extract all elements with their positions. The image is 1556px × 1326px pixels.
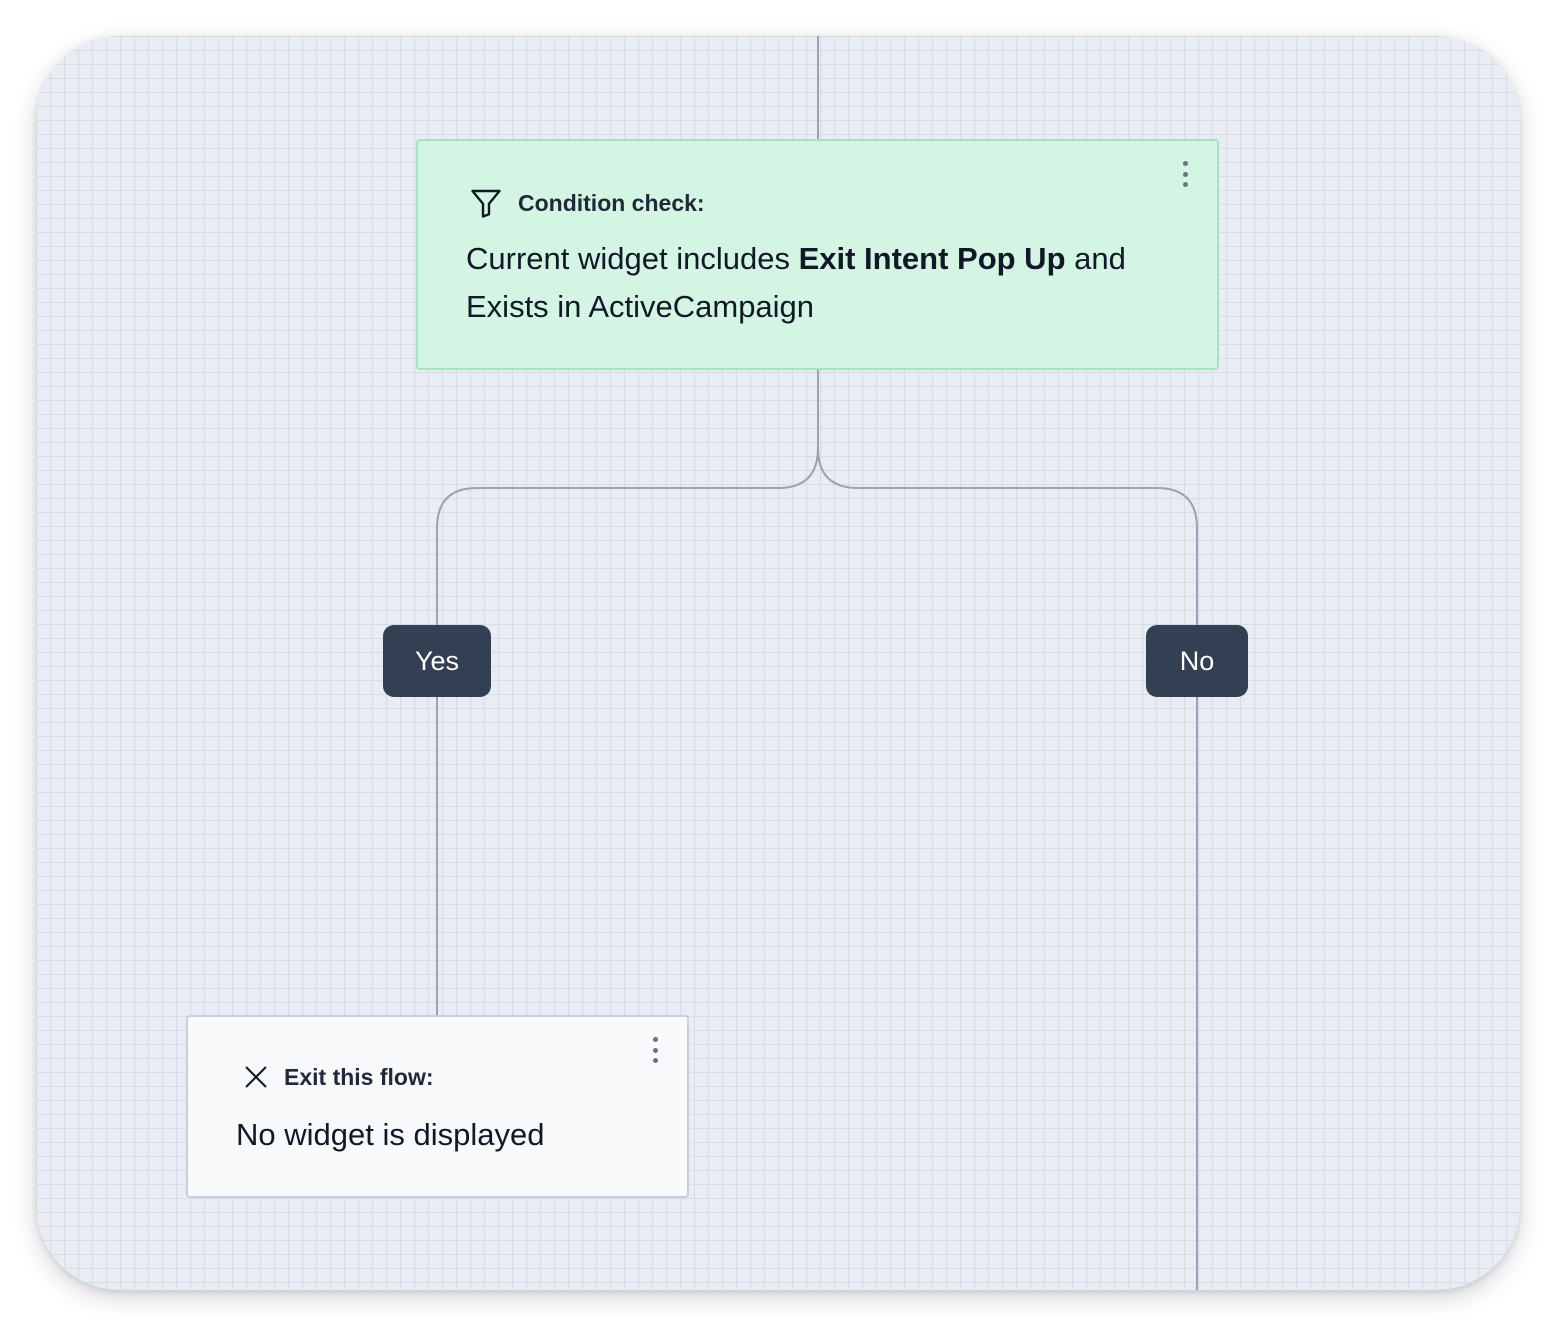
flow-connectors (436, 36, 1198, 1290)
condition-node-menu-button[interactable] (1175, 157, 1195, 191)
close-icon (242, 1063, 270, 1091)
connector-branch-yes (436, 370, 819, 1015)
condition-check-header: Condition check: (468, 185, 705, 221)
exit-flow-description: No widget is displayed (236, 1117, 545, 1152)
kebab-dot-icon (652, 1058, 658, 1063)
condition-check-title: Condition check: (518, 189, 705, 216)
exit-flow-header: Exit this flow: (242, 1063, 434, 1091)
condition-text-prefix: Current widget includes (466, 241, 799, 276)
flow-canvas[interactable]: Condition check: Current widget includes… (36, 36, 1520, 1290)
kebab-dot-icon (1182, 171, 1188, 177)
kebab-dot-icon (1182, 182, 1188, 187)
condition-text-suffix: and Exists in ActiveCampaign (466, 241, 1126, 324)
kebab-dot-icon (652, 1037, 658, 1042)
exit-flow-title: Exit this flow: (284, 1063, 434, 1090)
condition-check-node[interactable]: Condition check: Current widget includes… (416, 139, 1219, 370)
branch-yes-label[interactable]: Yes (383, 625, 491, 697)
kebab-dot-icon (1182, 161, 1188, 166)
condition-check-description: Current widget includes Exit Intent Pop … (466, 235, 1186, 331)
kebab-dot-icon (652, 1047, 658, 1053)
exit-flow-node[interactable]: Exit this flow: No widget is displayed (186, 1015, 689, 1198)
branch-no-label[interactable]: No (1146, 625, 1248, 697)
filter-icon (468, 185, 504, 221)
connector-branch-no (817, 447, 1198, 1290)
exit-node-menu-button[interactable] (645, 1033, 665, 1067)
condition-widget-name: Exit Intent Pop Up (798, 241, 1066, 276)
